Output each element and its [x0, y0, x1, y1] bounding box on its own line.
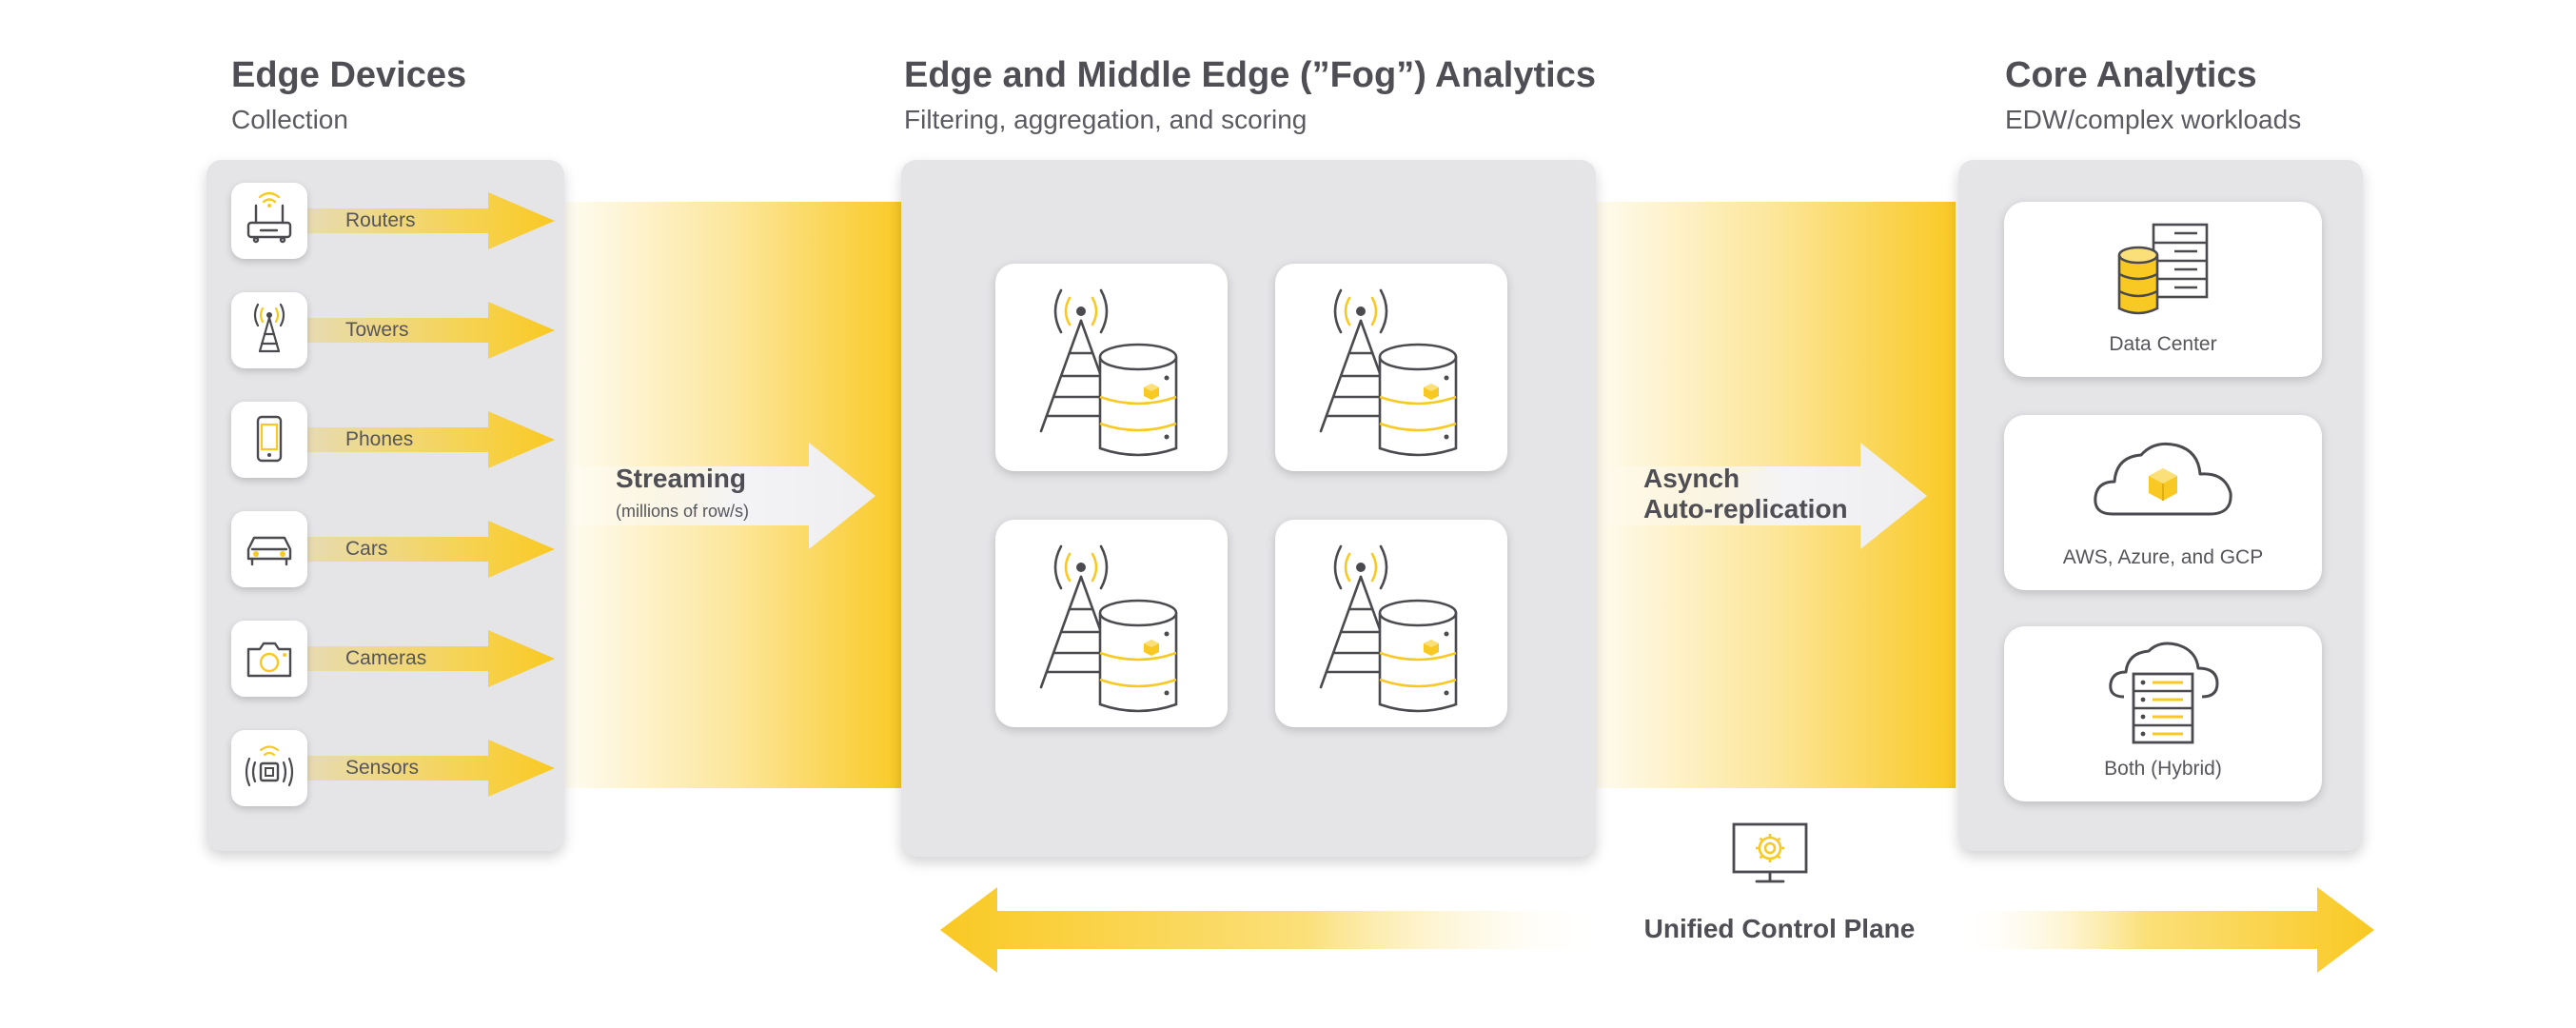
- device-row-cameras: Cameras: [231, 621, 555, 697]
- data-center-label: Data Center: [2109, 333, 2217, 355]
- core-target-data-center: Data Center: [2004, 202, 2322, 377]
- tower-icon: [231, 292, 307, 368]
- streaming-arrow: [561, 443, 875, 549]
- sensors-arrow: [298, 740, 555, 797]
- cars-arrow: [298, 521, 555, 578]
- car-icon: [231, 511, 307, 587]
- replication-label-line1: Asynch: [1643, 464, 1740, 493]
- camera-icon: [231, 621, 307, 697]
- streaming-label: Streaming: [616, 464, 746, 493]
- hybrid-cloud-server-icon: [2109, 642, 2219, 744]
- core-analytics-subtitle: EDW/complex workloads: [2005, 105, 2302, 134]
- fog-node-card: [995, 520, 1228, 727]
- sensor-icon: [231, 730, 307, 806]
- edge-devices-subtitle: Collection: [231, 105, 348, 134]
- streaming-sublabel: (millions of row/s): [616, 502, 750, 521]
- fog-analytics-subtitle: Filtering, aggregation, and scoring: [904, 105, 1308, 134]
- phone-icon: [231, 402, 307, 478]
- device-row-routers: Routers: [231, 183, 555, 259]
- router-icon: [231, 183, 307, 259]
- replication-arrow: [1608, 443, 1927, 549]
- cameras-label: Cameras: [345, 647, 427, 669]
- edge-devices-title: Edge Devices: [231, 55, 467, 95]
- towers-arrow: [298, 302, 555, 359]
- monitor-gear-icon: [1732, 822, 1808, 883]
- data-center-icon: [2117, 223, 2209, 315]
- phones-arrow: [298, 411, 555, 468]
- device-row-phones: Phones: [231, 402, 555, 478]
- tower-database-icon: [1319, 544, 1458, 713]
- cloud-label: AWS, Azure, and GCP: [2062, 546, 2264, 568]
- fog-node-card: [1275, 520, 1507, 727]
- fog-node-card: [995, 264, 1228, 471]
- sensors-label: Sensors: [345, 757, 420, 779]
- core-target-cloud: AWS, Azure, and GCP: [2004, 415, 2322, 590]
- routers-arrow: [298, 192, 555, 249]
- replication-label-line2: Auto-replication: [1643, 494, 1848, 524]
- tower-database-icon: [1039, 544, 1178, 713]
- cloud-icon: [2094, 442, 2232, 516]
- fog-analytics-title: Edge and Middle Edge (”Fog”) Analytics: [904, 55, 1596, 95]
- cameras-arrow: [298, 630, 555, 687]
- hybrid-label: Both (Hybrid): [2104, 758, 2222, 780]
- core-analytics-title: Core Analytics: [2005, 55, 2257, 95]
- control-plane-left-arrow: [940, 887, 1606, 973]
- tower-database-icon: [1039, 288, 1178, 457]
- cars-label: Cars: [345, 538, 388, 560]
- device-row-sensors: Sensors: [231, 730, 555, 806]
- routers-label: Routers: [345, 209, 416, 231]
- tower-database-icon: [1319, 288, 1458, 457]
- core-target-hybrid: Both (Hybrid): [2004, 626, 2322, 801]
- device-row-cars: Cars: [231, 511, 555, 587]
- fog-node-card: [1275, 264, 1507, 471]
- phones-label: Phones: [345, 428, 414, 450]
- control-plane-label: Unified Control Plane: [1643, 914, 1916, 943]
- control-plane-right-arrow: [1956, 887, 2374, 973]
- towers-label: Towers: [345, 319, 409, 341]
- device-row-towers: Towers: [231, 292, 555, 368]
